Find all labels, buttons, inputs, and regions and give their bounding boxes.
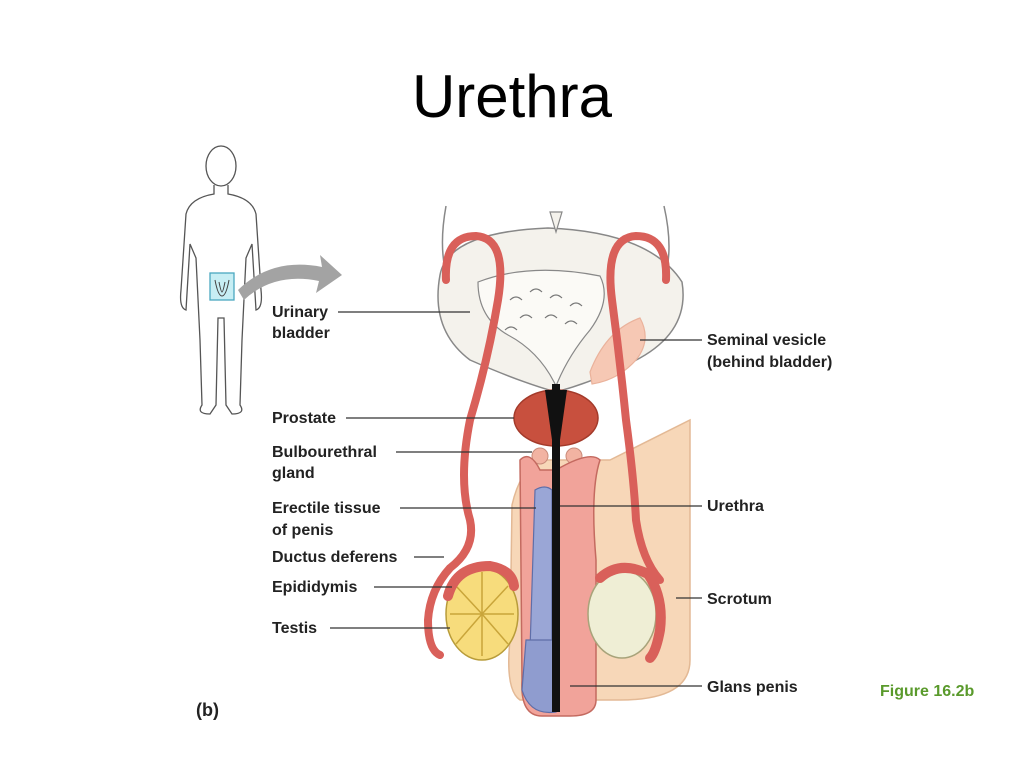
label-urinary-bladder-2: bladder [272,325,330,342]
ductus-deferens-right [606,231,671,584]
label-ductus-deferens: Ductus deferens [272,549,397,566]
label-seminal-vesicle-1: Seminal vesicle [707,332,826,349]
label-glans-penis: Glans penis [707,679,798,696]
bladder-rugae [504,288,583,331]
label-epididymis: Epididymis [272,579,357,596]
testis-left-lobules [450,572,514,656]
figure-caption: Figure 16.2b [880,683,975,700]
epididymis-left [443,560,519,601]
zoom-arrow-icon [238,255,342,300]
panel-letter: (b) [196,700,219,720]
slide-title: Urethra [411,63,613,130]
bulbourethral-gland-left [531,447,549,465]
urethra-prostatic [545,390,567,440]
label-prostate: Prostate [272,410,336,427]
label-bulbourethral-2: gland [272,465,315,482]
label-bulbourethral-1: Bulbourethral [272,444,377,461]
label-testis: Testis [272,620,317,637]
region-highlight-box [209,272,235,301]
label-seminal-vesicle-2: (behind bladder) [707,354,832,371]
glans-penis-shape [521,639,557,714]
testis-right [587,569,657,659]
label-scrotum: Scrotum [707,591,772,608]
body-silhouette [179,145,263,415]
epididymis-right [595,563,666,663]
bladder-apex [549,211,563,235]
label-erectile-1: Erectile tissue [272,500,381,517]
urethra-line [552,384,560,712]
label-urethra: Urethra [707,498,764,515]
label-erectile-2: of penis [272,522,333,539]
leader-lines [330,311,702,687]
ductus-deferens-left [423,231,505,659]
bladder-lumen [477,269,605,388]
label-urinary-bladder-1: Urinary [272,304,328,321]
region-highlight-icon [214,279,230,297]
